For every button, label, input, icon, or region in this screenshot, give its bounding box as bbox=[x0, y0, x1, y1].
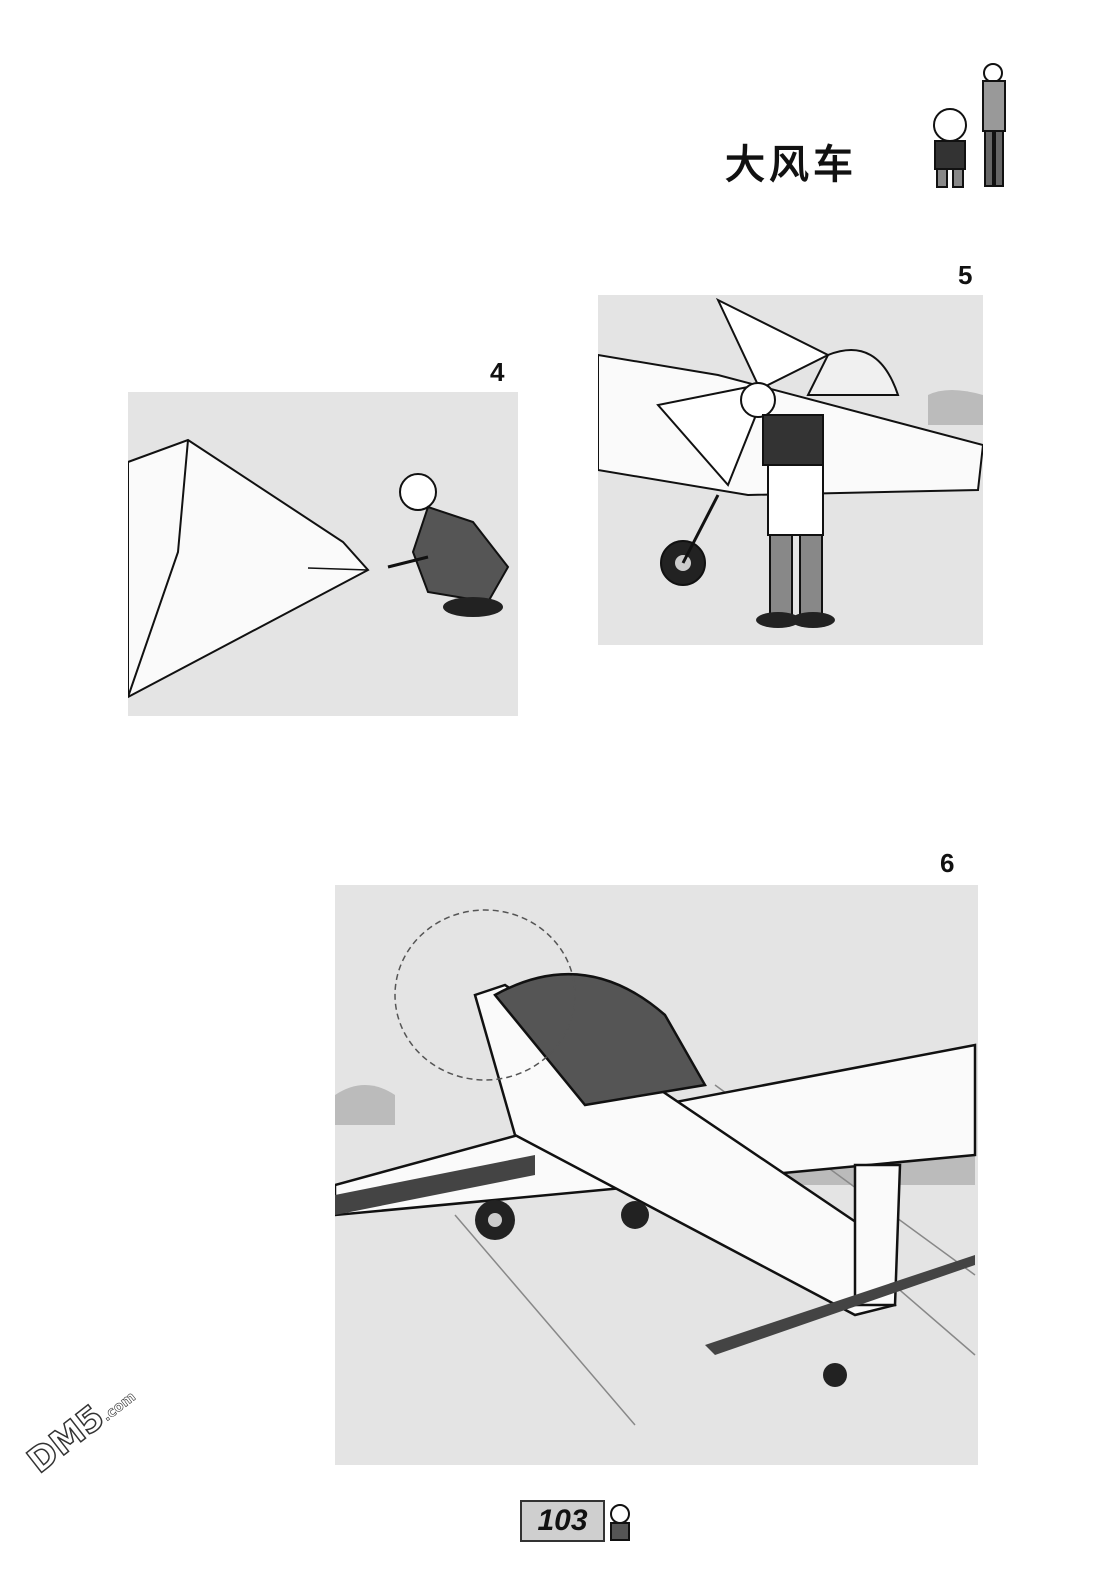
watermark-domain: .com bbox=[99, 1388, 139, 1425]
page-number-badge: 103 bbox=[520, 1500, 605, 1542]
panel-number-6: 6 bbox=[940, 848, 955, 878]
comic-panel-4 bbox=[128, 392, 518, 716]
panel-number-5: 5 bbox=[958, 260, 973, 290]
page-title: 大风车 bbox=[725, 142, 857, 188]
page-number: 103 bbox=[537, 1504, 588, 1537]
comic-panel-6 bbox=[335, 885, 978, 1465]
footer-character-icon bbox=[602, 1500, 638, 1542]
header-characters-illustration bbox=[915, 55, 1025, 195]
panel-number-4: 4 bbox=[490, 357, 505, 387]
comic-panel-5 bbox=[598, 295, 983, 645]
watermark-logo: DM5.com bbox=[19, 1364, 192, 1529]
watermark-brand: DM5 bbox=[19, 1396, 113, 1482]
